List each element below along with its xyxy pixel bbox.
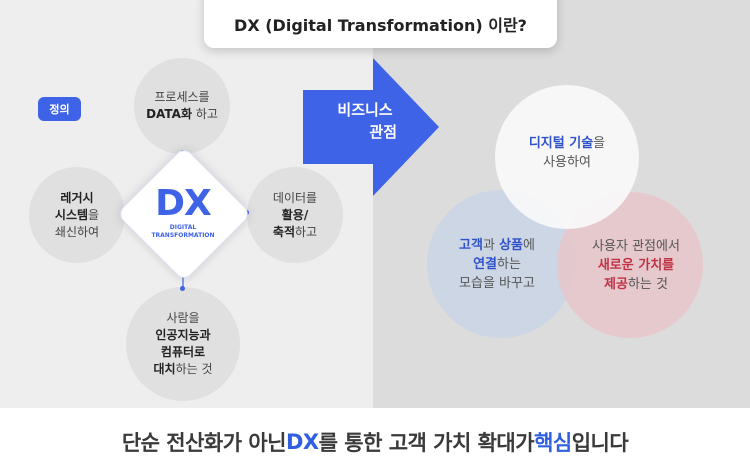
venn-right-line1: 사용자 관점에서 [592, 238, 680, 254]
footer-part2: 를 통한 고객 가치 확대가 [318, 430, 535, 455]
venn-top-rest: 을 [593, 136, 606, 151]
dx-logo: DX [155, 183, 212, 224]
venn-top-line2: 사용하여 [543, 155, 591, 170]
venn-right-rest: 하는 것 [627, 276, 668, 292]
dx-subtitle-1: DIGITAL [169, 224, 197, 231]
venn-left-bold2: 상품 [499, 237, 523, 253]
page-title: DX (Digital Transformation) 이란? [234, 16, 527, 35]
right-circle-line1: 데이터를 [272, 190, 318, 205]
bottom-circle-rest: 하는 것 [175, 362, 213, 376]
top-circle-rest: 하고 [192, 107, 218, 121]
venn-left-bold3: 연결 [473, 256, 497, 272]
title-box: DX (Digital Transformation) 이란? [204, 0, 557, 48]
bottom-circle-line2: 인공지능과 [155, 328, 211, 342]
bottom-circle-line1: 사람을 [166, 311, 200, 325]
top-circle-bold: DATA화 [146, 107, 192, 121]
footer-part3: 입니다 [571, 430, 629, 455]
left-circle-bold: 시스템 [54, 207, 89, 222]
dx-subtitle-2: TRANSFORMATION [151, 232, 215, 239]
left-circle-line1: 레거시 [60, 190, 94, 205]
left-circle: 레거시 시스템을 쇄신하여 [29, 167, 125, 263]
venn-right-bold1: 새로운 가치를 [597, 257, 675, 273]
footer-highlight-dx: DX [286, 429, 319, 454]
business-arrow [303, 58, 439, 196]
venn-top-circle: 디지털 기술을 사용하여 [495, 85, 639, 229]
footer-part1: 단순 전산화가 아닌 [121, 430, 287, 455]
bottom-circle: 사람을 인공지능과 컴퓨터로 대치하는 것 [126, 287, 240, 401]
bottom-circle-bold: 대치 [153, 362, 176, 376]
venn-left-rest1: 에 [522, 237, 535, 253]
left-circle-rest: 을 [88, 207, 100, 222]
venn-left-mid: 과 [482, 237, 500, 253]
venn-top-bold: 디지털 기술 [528, 136, 594, 151]
arrow-label: 비즈니스 관점 [325, 99, 405, 143]
arrow-label-line2: 관점 [369, 123, 397, 141]
right-circle-rest: 하고 [295, 224, 318, 239]
connector-dot-bottom [180, 286, 185, 291]
right-circle-line2: 활용/ [281, 207, 309, 222]
left-circle-line3: 쇄신하여 [54, 224, 100, 239]
top-circle-line1: 프로세스를 [154, 90, 210, 104]
top-circle: 프로세스를 DATA화 하고 [134, 58, 230, 154]
venn-left-line3: 모습을 바꾸고 [459, 275, 535, 291]
dx-diamond: DX DIGITAL TRANSFORMATION [116, 146, 252, 282]
definition-badge: 정의 [38, 97, 81, 121]
venn-right-bold2: 제공 [604, 276, 628, 292]
right-circle: 데이터를 활용/ 축적하고 [247, 167, 343, 263]
venn-left-bold1: 고객 [459, 237, 483, 253]
venn-left-rest2: 하는 [497, 256, 521, 272]
arrow-label-line1: 비즈니스 [337, 101, 393, 119]
bottom-circle-line3: 컴퓨터로 [160, 345, 206, 359]
footer-highlight-core: 핵심 [534, 430, 572, 455]
right-circle-bold: 축적 [272, 224, 295, 239]
